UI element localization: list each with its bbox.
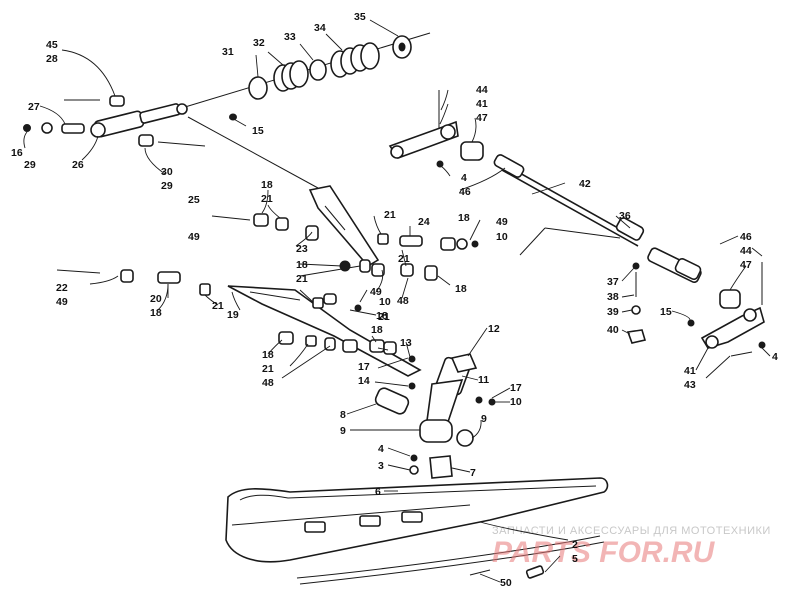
shock-absorber-assembly [23,32,431,147]
callout-25: 25 [188,194,200,206]
spindle-assembly [374,353,496,496]
callout-36: 36 [619,210,631,222]
callout-labels: 45 28 27 16 29 26 31 32 33 34 35 15 30 2… [11,11,778,589]
callout-50: 50 [500,577,512,589]
callout-30: 30 [161,166,173,178]
callout-45: 45 [46,39,58,51]
watermark-brand: PARTS FOR.RU [492,536,716,569]
ski [225,477,609,585]
callout-18: 18 [150,307,162,319]
callout-29: 29 [161,180,173,192]
callout-41: 41 [684,365,696,377]
callout-42: 42 [579,178,591,190]
callout-23: 23 [296,243,308,255]
watermark: ЗАПЧАСТИ И АКСЕССУАРЫ ДЛЯ МОТОТЕХНИКИ PA… [492,525,771,569]
callout-18: 18 [376,310,388,322]
callout-12: 12 [488,323,500,335]
watermark-tagline: ЗАПЧАСТИ И АКСЕССУАРЫ ДЛЯ МОТОТЕХНИКИ [492,525,771,537]
callout-21: 21 [262,363,274,375]
callout-10: 10 [510,396,522,408]
callout-20: 20 [150,293,162,305]
callout-3: 3 [378,460,384,472]
callout-15: 15 [252,125,264,137]
callout-48: 48 [397,295,409,307]
callout-4: 4 [461,172,467,184]
callout-34: 34 [314,22,326,34]
callout-38: 38 [607,291,619,303]
callout-28: 28 [46,53,58,65]
callout-15: 15 [660,306,672,318]
callout-18: 18 [371,324,383,336]
callout-29: 29 [24,159,36,171]
callout-43: 43 [684,379,696,391]
callout-33: 33 [284,31,296,43]
callout-16: 16 [11,147,23,159]
callout-6: 6 [375,486,381,498]
callout-21: 21 [212,300,224,312]
callout-44: 44 [476,84,488,96]
upper-arm-and-tie-rod [388,90,766,357]
callout-21: 21 [398,253,410,265]
callout-13: 13 [400,337,412,349]
callout-18: 18 [458,212,470,224]
callout-14: 14 [358,375,370,387]
callout-40: 40 [607,324,619,336]
callout-41: 41 [476,98,488,110]
callout-8: 8 [340,409,346,421]
callout-18: 18 [296,259,308,271]
callout-48: 48 [262,377,274,389]
callout-5: 5 [572,553,578,565]
callout-2: 2 [572,539,578,551]
callout-21: 21 [384,209,396,221]
callout-26: 26 [72,159,84,171]
callout-10: 10 [379,296,391,308]
callout-24: 24 [418,216,430,228]
callout-49: 49 [370,286,382,298]
callout-46: 46 [740,231,752,243]
callout-47: 47 [740,259,752,271]
callout-39: 39 [607,306,619,318]
callout-19: 19 [227,309,239,321]
callout-46: 46 [459,186,471,198]
callout-35: 35 [354,11,366,23]
callout-27: 27 [28,101,40,113]
callout-22: 22 [56,282,68,294]
callout-18: 18 [455,283,467,295]
callout-21: 21 [378,311,390,323]
callout-47: 47 [476,112,488,124]
callout-11: 11 [478,374,489,386]
callout-21: 21 [296,273,308,285]
callout-44: 44 [740,245,752,257]
callout-18: 18 [262,349,274,361]
callout-10: 10 [496,231,508,243]
callout-49: 49 [496,216,508,228]
a-arm-assemblies [56,116,479,377]
callout-17: 17 [510,382,522,394]
callout-7: 7 [470,467,476,479]
callout-4: 4 [772,351,778,363]
callout-32: 32 [253,37,265,49]
leader-lines [23,19,771,583]
callout-9: 9 [481,413,487,425]
callout-37: 37 [607,276,619,288]
callout-49: 49 [188,231,200,243]
callout-9: 9 [340,425,346,437]
callout-4: 4 [378,443,384,455]
callout-17: 17 [358,361,370,373]
callout-31: 31 [222,46,234,58]
callout-18: 18 [261,179,273,191]
callout-21: 21 [261,193,273,205]
callout-49: 49 [56,296,68,308]
